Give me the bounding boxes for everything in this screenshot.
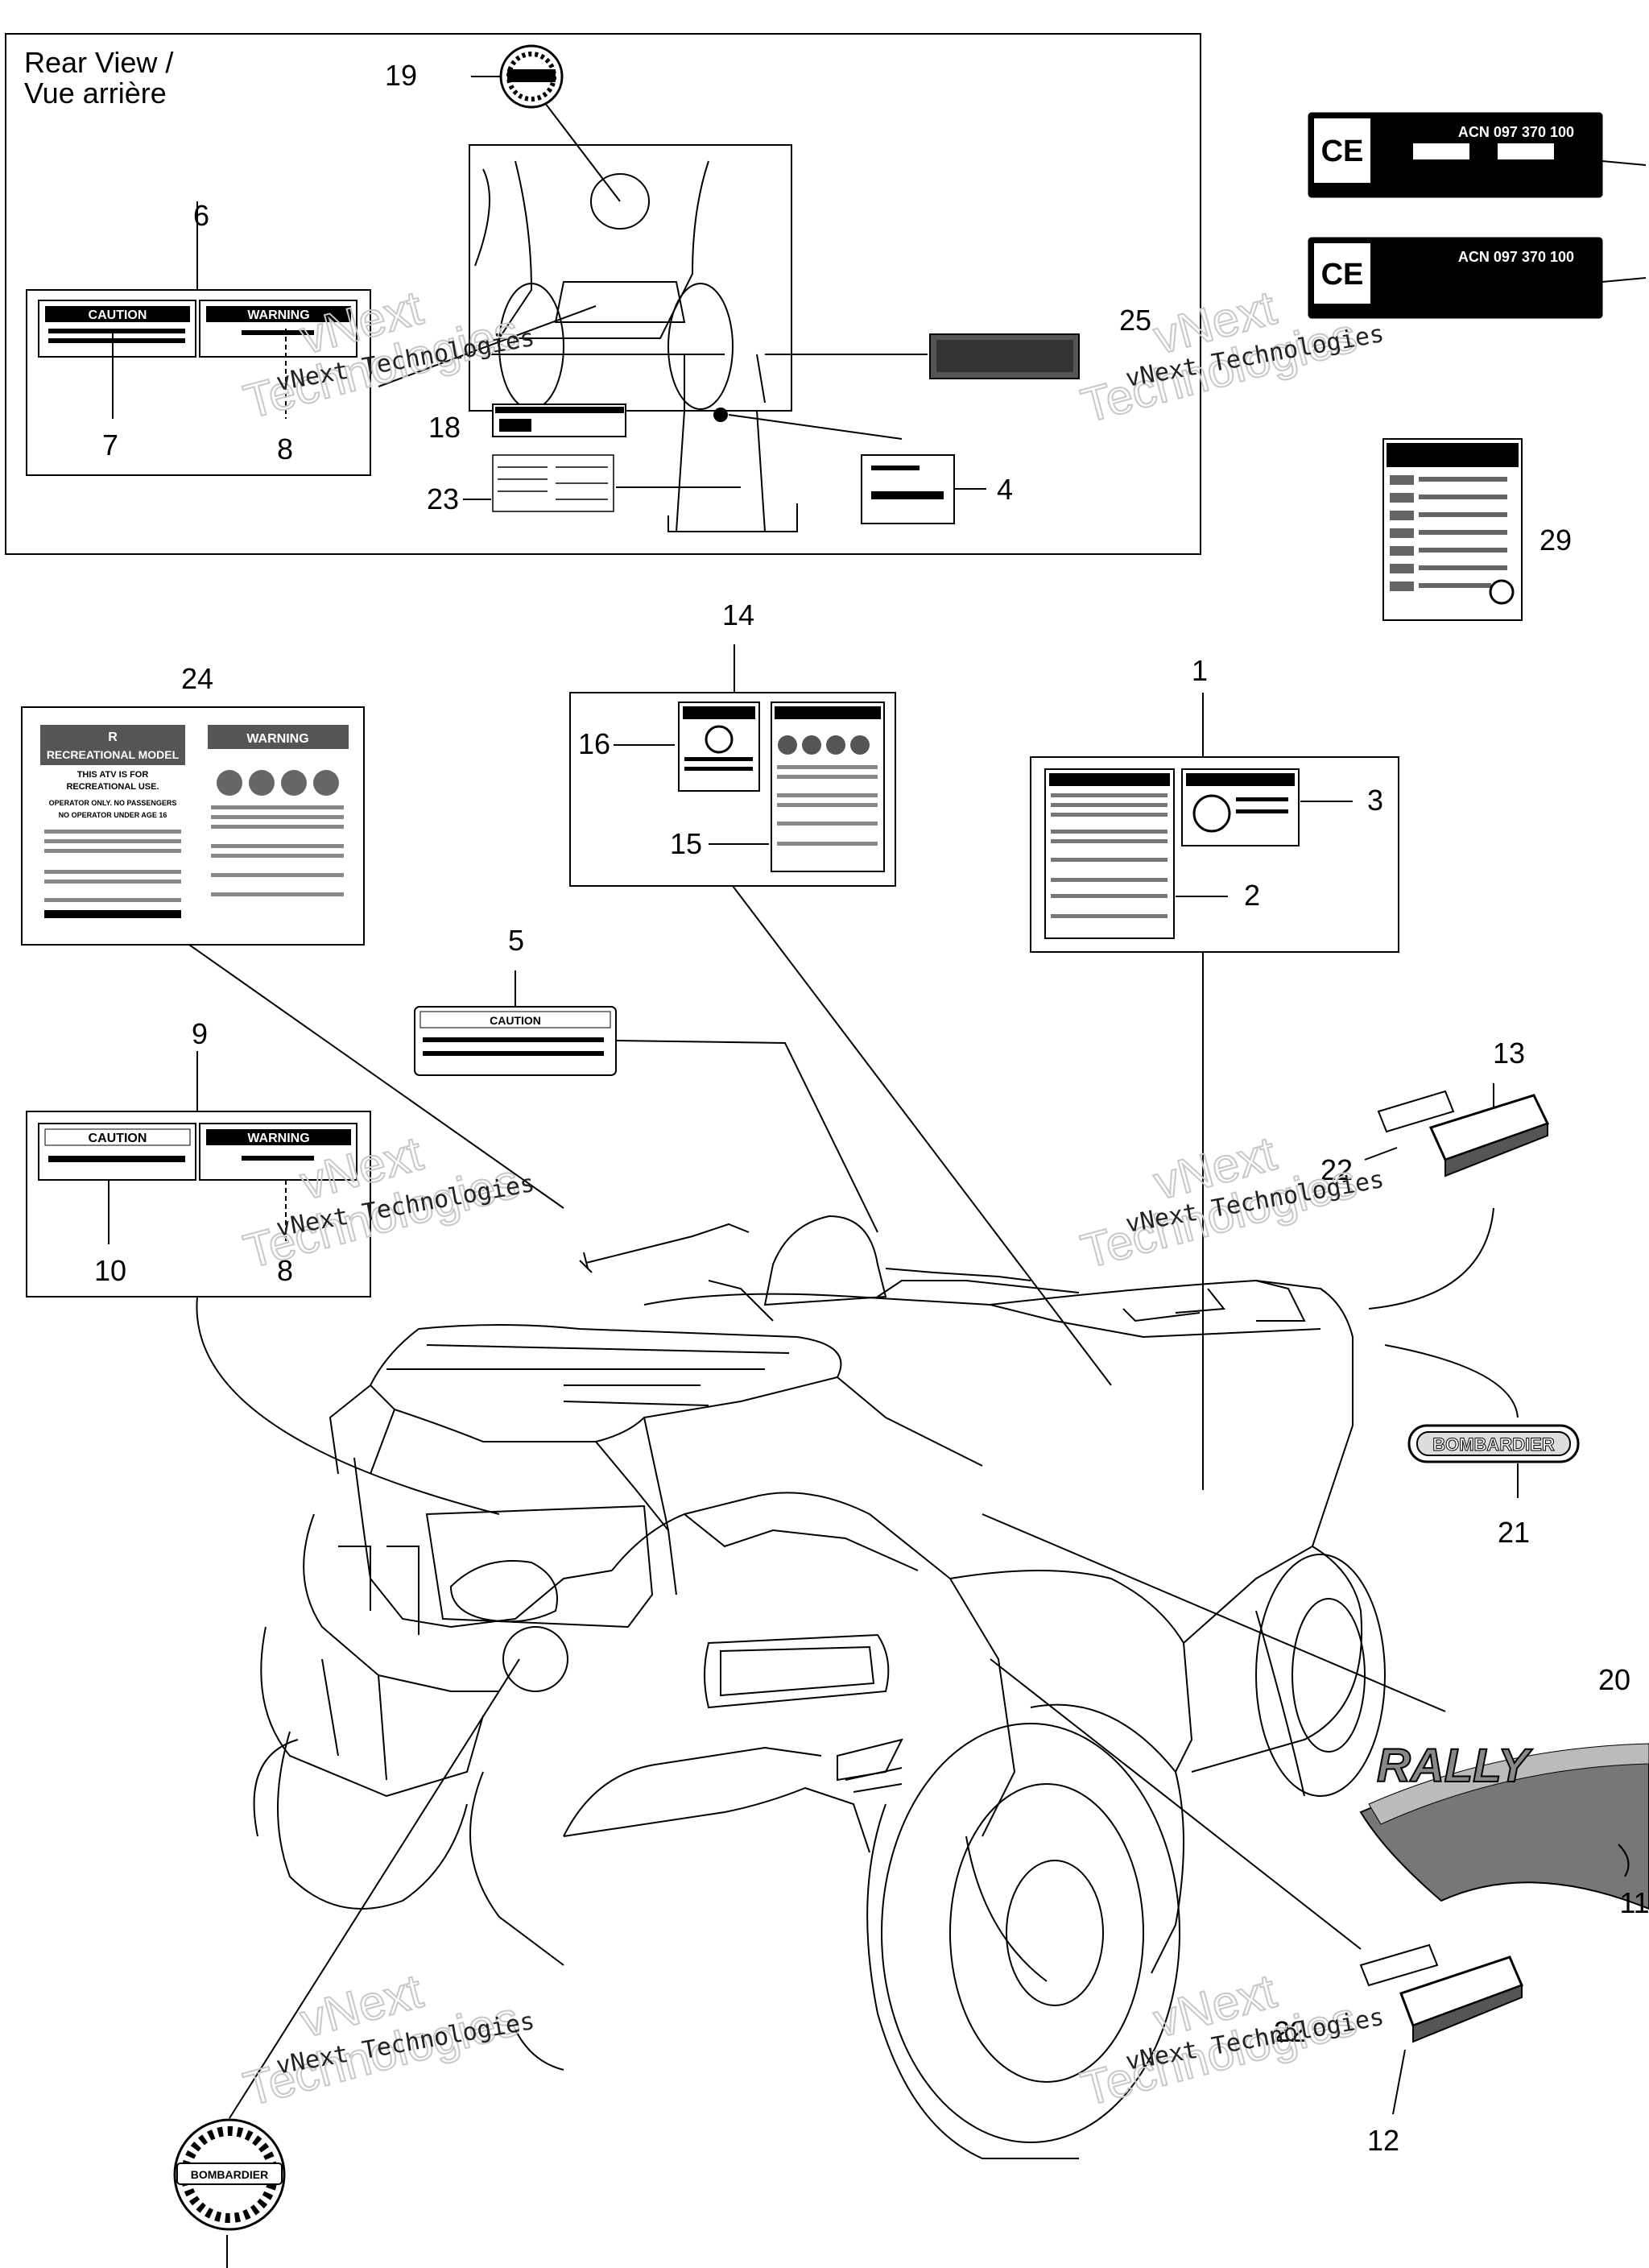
rear-view-title: Rear View / xyxy=(24,46,173,79)
decal-set-14: 14 16 15 xyxy=(569,598,1112,1386)
callout-15: 15 xyxy=(670,827,702,860)
callout-1: 1 xyxy=(1192,654,1208,687)
callout-19: 19 xyxy=(385,59,417,92)
rec-r: R xyxy=(108,730,118,744)
callout-22b: 22 xyxy=(1274,2015,1306,2048)
reflector-front: 22 12 xyxy=(990,1658,1524,2157)
callout-11: 11 xyxy=(1619,1886,1649,1919)
callout-4: 4 xyxy=(997,473,1013,506)
callout-9: 9 xyxy=(192,1017,208,1050)
callout-24: 24 xyxy=(181,662,213,695)
rec-line-3: OPERATOR ONLY. NO PASSENGERS xyxy=(49,799,177,807)
callout-22a: 22 xyxy=(1320,1153,1353,1186)
rec-model-title: RECREATIONAL MODEL xyxy=(47,748,180,761)
rec-line-4: NO OPERATOR UNDER AGE 16 xyxy=(59,811,167,819)
caution-label-6: CAUTION xyxy=(89,308,147,322)
callout-20: 20 xyxy=(1598,1663,1630,1696)
atv-illustration xyxy=(253,1215,1386,2159)
warning-label-24: WARNING xyxy=(246,732,308,746)
callout-21: 21 xyxy=(1498,1516,1530,1549)
acn-label-2: ACN 097 370 100 xyxy=(1458,249,1574,265)
bombardier-emblem-bottom: BOMBARDIER xyxy=(173,2118,286,2231)
bombardier-badge-21: BOMBARDIER 21 xyxy=(1384,1344,1580,1549)
acn-label-1: ACN 097 370 100 xyxy=(1458,124,1574,140)
watermarks: vNext Technologies vNext Technologies vN… xyxy=(238,279,1387,2117)
rally-fender-decal: RALLY 20 11 xyxy=(982,1513,1649,1919)
decal-set-1: 1 3 2 xyxy=(1030,654,1399,1490)
decal-4 xyxy=(861,454,955,524)
bombardier-text-emblem: BOMBARDIER xyxy=(191,2168,268,2181)
callout-25: 25 xyxy=(1119,304,1151,337)
callout-18: 18 xyxy=(428,411,461,444)
callout-6: 6 xyxy=(193,199,209,232)
callout-29: 29 xyxy=(1539,524,1572,557)
decal-set-9: CAUTION WARNING 9 10 8 xyxy=(26,1017,500,1515)
rec-line-2: RECREATIONAL USE. xyxy=(66,782,159,792)
callout-16: 16 xyxy=(578,727,610,760)
decal-5-caution: CAUTION 5 xyxy=(414,924,878,1233)
bombardier-text-21: BOMBARDIER xyxy=(1432,1434,1555,1455)
ce-mark-1: CE xyxy=(1321,135,1364,168)
ce-label-bottom: CE ACN 097 370 100 xyxy=(1308,237,1647,319)
callout-5: 5 xyxy=(508,924,524,957)
rear-view-photo xyxy=(469,144,792,412)
rally-text: RALLY xyxy=(1377,1740,1533,1792)
callout-7: 7 xyxy=(102,428,118,461)
ce-label-top: CE ACN 097 370 100 xyxy=(1308,112,1647,198)
callout-12: 12 xyxy=(1367,2124,1399,2157)
warning-label-9: WARNING xyxy=(247,1132,309,1145)
callout-10: 10 xyxy=(94,1254,126,1287)
callout-23: 23 xyxy=(427,482,459,515)
caution-label-5: CAUTION xyxy=(490,1014,541,1027)
rear-hitch xyxy=(616,354,903,532)
rec-line-1: THIS ATV IS FOR xyxy=(77,770,149,780)
callout-8a: 8 xyxy=(277,432,293,466)
leader-lines xyxy=(226,1658,520,2268)
callout-8b: 8 xyxy=(277,1254,293,1287)
rear-view-title-fr: Vue arrière xyxy=(24,77,167,110)
warning-label-6: WARNING xyxy=(247,308,309,322)
ce-mark-2: CE xyxy=(1321,258,1364,292)
rear-view-panel: Rear View / Vue arrière 19 CAUTION WARNI… xyxy=(5,33,1201,555)
callout-14: 14 xyxy=(722,598,754,631)
callout-2: 2 xyxy=(1244,879,1260,912)
callout-3: 3 xyxy=(1367,784,1383,817)
decal-24-recreational: R RECREATIONAL MODEL THIS ATV IS FOR REC… xyxy=(21,662,564,1209)
reflector-rear: 13 22 xyxy=(1320,1037,1550,1310)
caution-label-9: CAUTION xyxy=(89,1132,147,1145)
decal-29-multilingual: 29 xyxy=(1382,438,1572,621)
callout-13: 13 xyxy=(1493,1037,1525,1070)
